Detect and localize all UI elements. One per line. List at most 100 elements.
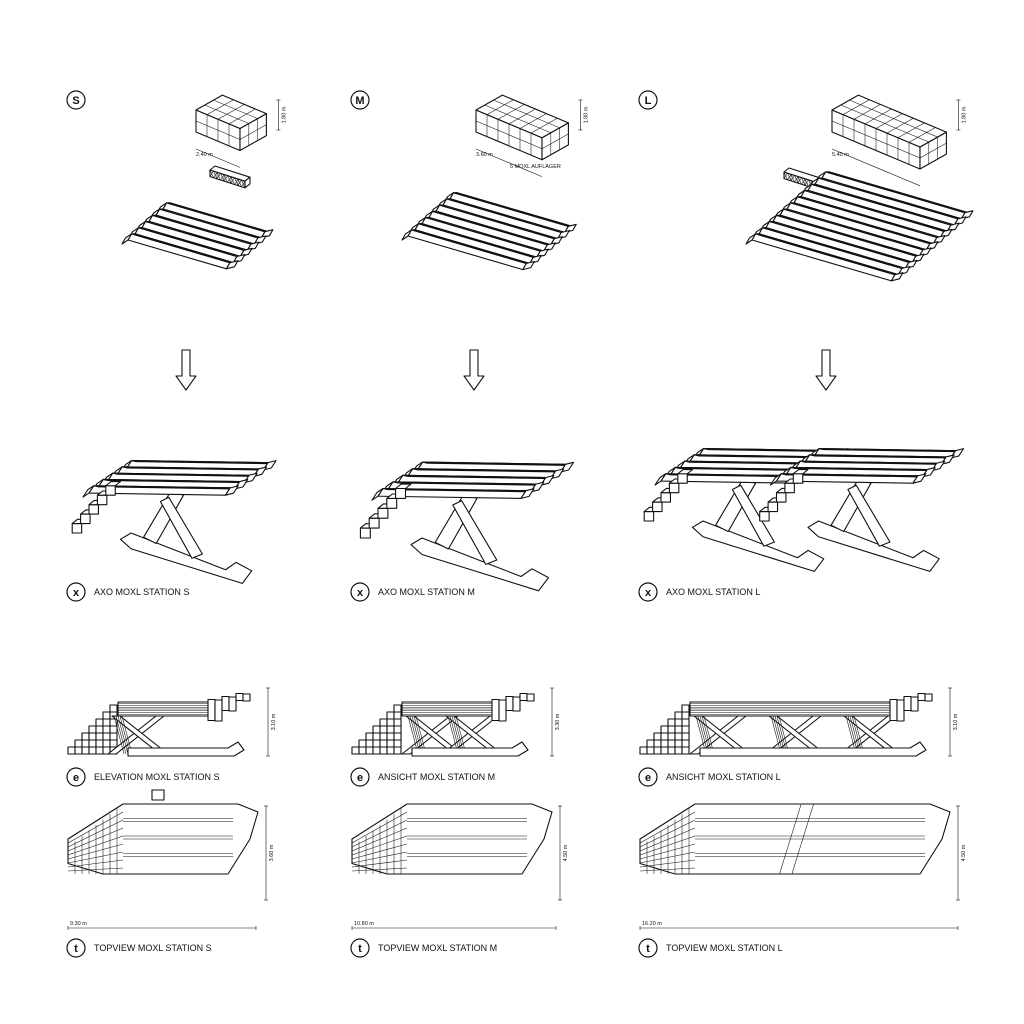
circle-letter-icon xyxy=(638,938,658,958)
backrest-cube xyxy=(96,494,108,506)
topview-badge: t xyxy=(66,938,86,958)
dimension-label: 10.80 m xyxy=(354,921,374,927)
elevation-cube xyxy=(498,699,507,722)
backrest-cube-top xyxy=(395,483,412,490)
elevation-view xyxy=(639,692,933,757)
elevation-cube xyxy=(351,746,360,755)
elevation-cube xyxy=(393,739,402,748)
dimension-label: 16.20 m xyxy=(642,921,662,927)
elevation-view xyxy=(351,692,535,757)
elevation-cube xyxy=(67,746,76,755)
backrest-cube xyxy=(677,473,688,484)
seat-slab xyxy=(401,192,577,271)
circle-letter-icon xyxy=(350,938,370,958)
elevation-cube xyxy=(674,739,683,748)
down-arrow-shape xyxy=(815,349,837,391)
elevation-cube xyxy=(667,732,676,741)
dimension-label: 3.30 m xyxy=(555,713,561,730)
axo-station xyxy=(71,459,277,584)
badge-letter: t xyxy=(74,943,78,955)
elevation-cube xyxy=(660,725,669,734)
dimension-label: 1.80 m xyxy=(583,106,589,123)
circle-letter-icon xyxy=(350,767,370,787)
backrest-cube xyxy=(792,473,804,484)
backrest-cube xyxy=(80,513,91,525)
elevation-cube xyxy=(88,725,97,734)
elevation-cube xyxy=(95,739,104,748)
backrest-cube xyxy=(88,504,99,515)
top-view xyxy=(639,803,951,875)
backrest-cube xyxy=(377,507,389,519)
elevation-cube xyxy=(674,746,683,755)
top-depth-dimension: 4.50 m xyxy=(956,805,967,901)
circle-letter-icon xyxy=(66,938,86,958)
elevation-cube xyxy=(74,746,83,755)
elevation-cube xyxy=(81,746,90,755)
badge-letter: e xyxy=(73,772,79,784)
axo-badge: x xyxy=(66,582,86,602)
backrest-cube-top xyxy=(105,480,122,487)
block-height-dimension: 1.80 m xyxy=(578,99,589,131)
backrest-cube-top xyxy=(677,468,694,475)
elevation-cube xyxy=(109,704,118,713)
elevation-cube xyxy=(681,711,690,720)
elevation-base xyxy=(699,741,927,757)
top-depth-dimension: 3.60 m xyxy=(264,805,275,901)
elevation-cube xyxy=(653,739,662,748)
circle-letter-icon xyxy=(66,767,86,787)
module-block xyxy=(475,94,569,161)
elevation-cube xyxy=(102,739,111,748)
circle-letter-icon xyxy=(638,767,658,787)
elevation-cube xyxy=(681,725,690,734)
elevation-cube xyxy=(646,739,655,748)
elevation-cube xyxy=(924,693,933,702)
elevation-cube xyxy=(358,739,367,748)
dimension-label: 9.30 m xyxy=(70,921,87,927)
module-block xyxy=(195,94,267,152)
axo-station xyxy=(643,447,965,572)
frame-leg xyxy=(434,493,478,550)
elevation-cube xyxy=(88,739,97,748)
elevation-cube xyxy=(95,746,104,755)
elevation-cube xyxy=(674,725,683,734)
badge-letter: x xyxy=(645,587,652,599)
size-badge: L xyxy=(638,90,658,110)
elevation-cube xyxy=(917,692,926,702)
beam-end-cap xyxy=(654,473,667,486)
elevation-cube xyxy=(903,695,912,712)
badge-letter: S xyxy=(72,95,79,107)
frame-leg xyxy=(830,478,872,533)
beam-end-cap xyxy=(224,485,239,496)
elevation-caption: ANSICHT MOXL STATION L xyxy=(666,772,781,782)
elevation-cube xyxy=(889,698,898,722)
badge-letter: t xyxy=(646,943,650,955)
circle-letter-icon xyxy=(638,90,658,110)
top-view xyxy=(351,803,553,875)
down-arrow-icon xyxy=(463,349,485,391)
axo-caption: AXO MOXL STATION S xyxy=(94,587,189,597)
backrest-cube xyxy=(386,497,398,509)
elevation-caption: ELEVATION MOXL STATION S xyxy=(94,772,220,782)
elevation-cube xyxy=(372,725,381,734)
backrest-cube xyxy=(652,501,663,513)
beam-end-cap xyxy=(121,233,133,245)
elevation-cube xyxy=(379,739,388,748)
block-height-dimension: 1.80 m xyxy=(956,99,967,131)
beam-end-cap xyxy=(82,485,95,498)
circle-letter-icon xyxy=(638,582,658,602)
dimension-label: 3.10 m xyxy=(271,713,277,730)
elevation-cube xyxy=(379,718,388,727)
elevation-cube xyxy=(74,739,83,748)
elevation-cube xyxy=(681,718,690,727)
beam-end-cap xyxy=(401,229,413,241)
backrest-cube xyxy=(775,492,787,503)
elevation-cube xyxy=(242,693,251,702)
badge-letter: e xyxy=(357,772,363,784)
beam-end-cap xyxy=(522,260,535,271)
down-arrow-icon xyxy=(815,349,837,391)
elevation-cube xyxy=(207,698,216,722)
elevation-height-dimension: 3.10 m xyxy=(266,687,277,757)
